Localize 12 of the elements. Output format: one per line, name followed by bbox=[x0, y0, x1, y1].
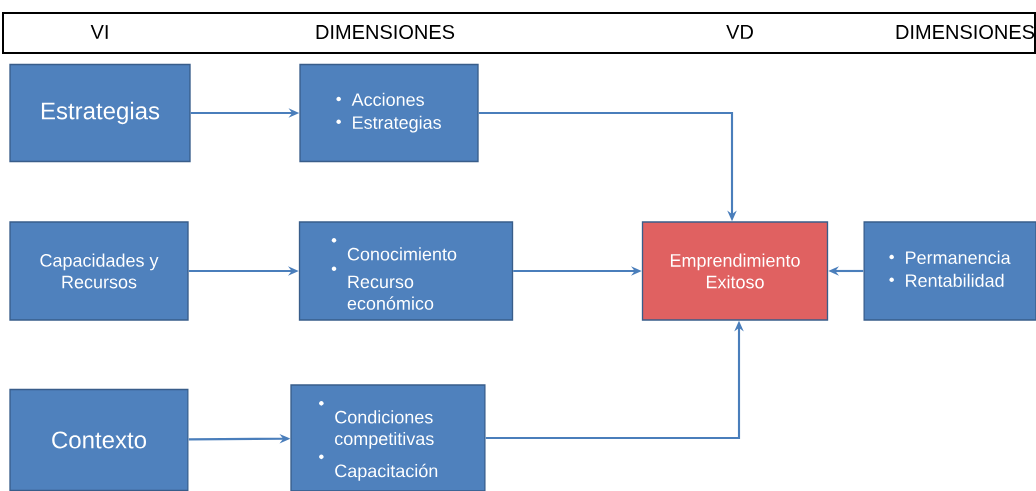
concept-box: Permanencia Rentabilidad bbox=[863, 221, 1036, 321]
column-heading: VI bbox=[90, 25, 108, 39]
concept-box: Condiciones competitivas Capacitación bbox=[290, 384, 486, 491]
concept-box: Contexto bbox=[9, 388, 189, 491]
result-box: Emprendimiento Exitoso bbox=[641, 221, 829, 321]
column-heading: DIMENSIONES bbox=[316, 24, 455, 40]
concept-box: Acciones Estrategias bbox=[299, 63, 479, 163]
concept-box: Estrategias bbox=[9, 63, 191, 163]
concept-box: Capacidades y Recursos bbox=[9, 221, 189, 321]
concept-box: Conocimiento Recurso económico bbox=[298, 221, 514, 321]
column-heading: DIMENSIONES bbox=[896, 24, 1035, 40]
column-heading: VD bbox=[726, 25, 753, 39]
